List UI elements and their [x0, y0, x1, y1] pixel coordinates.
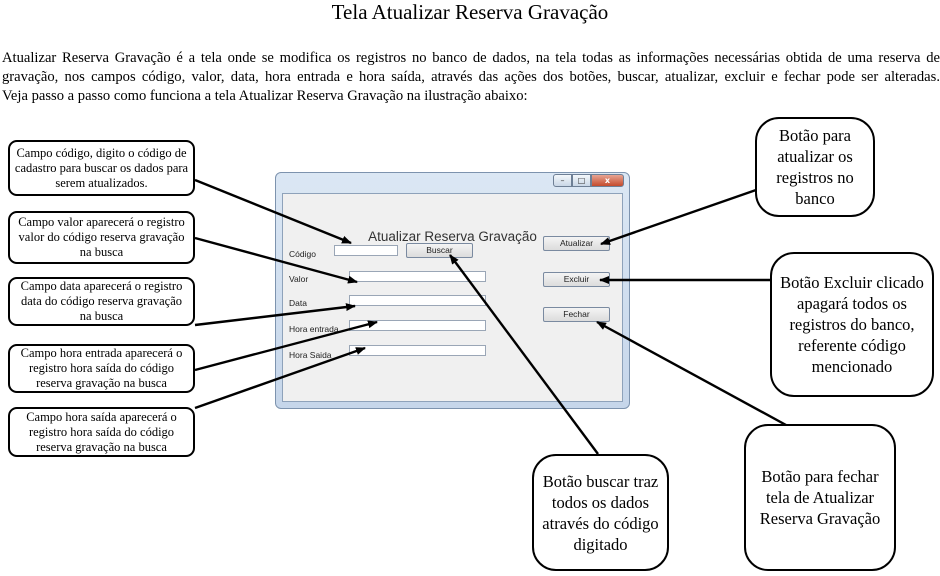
arrow-fechar: [596, 320, 787, 427]
callout-data: Campo data aparecerá o registro data do …: [8, 277, 195, 326]
maximize-icon[interactable]: □: [572, 174, 591, 187]
data-label: Data: [289, 298, 307, 308]
arrow-atualizar: [600, 188, 757, 246]
arrow-codigo: [194, 178, 352, 245]
arrow-hora-saida: [194, 346, 366, 410]
hora-saida-field[interactable]: [349, 345, 486, 356]
hora-entrada-label: Hora entrada: [289, 324, 339, 334]
callout-valor: Campo valor aparecerá o registro valor d…: [8, 211, 195, 264]
form-title: Atualizar Reserva Gravação: [368, 229, 537, 244]
minimize-icon[interactable]: –: [553, 174, 572, 187]
arrow-data: [194, 303, 356, 327]
callout-hora-entrada: Campo hora entrada aparecerá o registro …: [8, 344, 195, 393]
hora-entrada-field[interactable]: [349, 320, 486, 331]
callout-hora-saida: Campo hora saída aparecerá o registro ho…: [8, 407, 195, 457]
excluir-button[interactable]: Excluir: [543, 272, 610, 287]
window-controls: – □ x: [553, 174, 624, 187]
callout-buscar: Botão buscar traz todos os dados através…: [532, 454, 669, 571]
callout-fechar: Botão para fechar tela de Atualizar Rese…: [744, 424, 896, 571]
callout-codigo: Campo código, digito o código de cadastr…: [8, 140, 195, 196]
codigo-label: Código: [289, 249, 316, 259]
form-window: – □ x Atualizar Reserva Gravação Código …: [275, 172, 630, 409]
intro-text: Atualizar Reserva Gravação é a tela onde…: [2, 49, 940, 106]
arrow-valor: [194, 236, 358, 284]
data-field[interactable]: [349, 295, 486, 306]
arrow-buscar: [449, 254, 599, 455]
page-title: Tela Atualizar Reserva Gravação: [331, 0, 609, 24]
fechar-button[interactable]: Fechar: [543, 307, 610, 322]
arrow-hora-entrada: [194, 320, 378, 372]
form-body: Atualizar Reserva Gravação Código Buscar…: [282, 193, 623, 402]
callout-atualizar: Botão para atualizar os registros no ban…: [755, 117, 875, 217]
hora-saida-label: Hora Saida: [289, 350, 332, 360]
valor-label: Valor: [289, 274, 309, 284]
intro-paragraph: Atualizar Reserva Gravação é a tela onde…: [2, 50, 940, 85]
intro-instruction: Veja passo a passo como funciona a tela …: [2, 88, 528, 104]
callout-excluir: Botão Excluir clicado apagará todos os r…: [770, 252, 934, 397]
codigo-field[interactable]: [334, 245, 398, 256]
close-icon[interactable]: x: [591, 174, 624, 187]
